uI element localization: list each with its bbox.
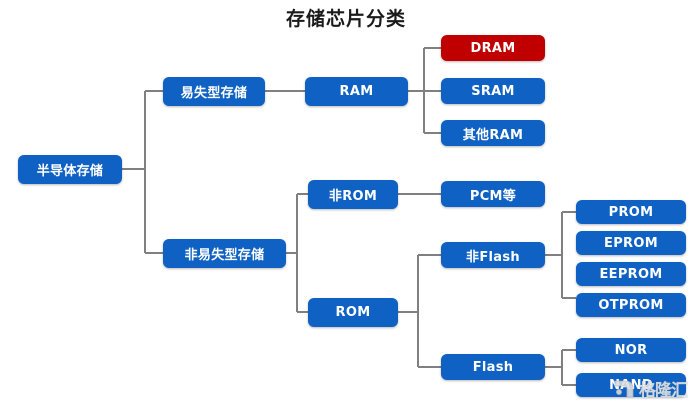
node-non-flash[interactable]: 非Flash — [441, 242, 545, 268]
node-sram[interactable]: SRAM — [441, 78, 545, 104]
page-title: 存储芯片分类 — [285, 8, 406, 30]
node-dram[interactable]: DRAM — [441, 35, 545, 61]
node-rom[interactable]: ROM — [308, 298, 398, 327]
node-prom[interactable]: PROM — [576, 200, 686, 224]
node-non-rom[interactable]: 非ROM — [308, 180, 398, 209]
node-ram[interactable]: RAM — [305, 77, 408, 106]
watermark-logo-icon — [612, 377, 636, 401]
node-nor[interactable]: NOR — [576, 338, 686, 362]
node-other-ram[interactable]: 其他RAM — [441, 120, 545, 146]
node-nonvolatile-storage[interactable]: 非易失型存储 — [163, 239, 286, 268]
node-otprom[interactable]: OTPROM — [576, 293, 686, 317]
node-root[interactable]: 半导体存储 — [18, 155, 122, 184]
watermark-text: 格隆汇 — [639, 381, 688, 401]
node-volatile-storage[interactable]: 易失型存储 — [163, 77, 265, 106]
node-flash[interactable]: Flash — [441, 354, 545, 380]
node-pcm[interactable]: PCM等 — [441, 181, 545, 207]
node-eprom[interactable]: EPROM — [576, 231, 686, 255]
watermark: 格隆汇 — [612, 373, 690, 404]
node-eeprom[interactable]: EEPROM — [576, 262, 686, 286]
